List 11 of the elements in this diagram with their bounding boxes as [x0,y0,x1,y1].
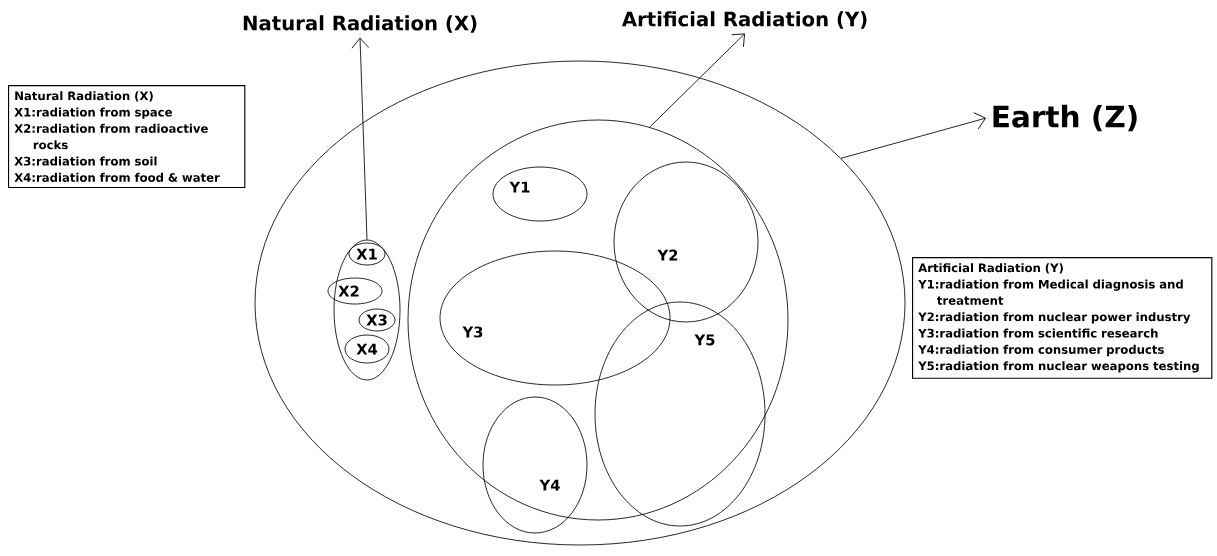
arrow [351,37,370,240]
key-box: Natural Radiation (X) X1:radiation from space X2:radiation from radioactive rocks X3:radiation from soil X4:radiation from food & water [8,85,246,189]
heading-label: Earth (Z) [993,104,1137,132]
ellipse [407,119,789,521]
heading-label: Artificial Radiation (Y) [621,11,867,29]
ellipse [333,239,401,381]
arrow [840,112,986,159]
arrow [649,33,745,128]
heading-label: Natural Radiation (X) [243,15,477,33]
ellipse [254,60,906,546]
key-box: Artificial Radiation (Y) Y1:radiation from Medical diagnosis and treatment Y2:radiation from nuclear power industry Y3:radiation from scientific research Y4:radiation from consumer products Y5:radiation from nuclear weapons testing [912,257,1213,379]
